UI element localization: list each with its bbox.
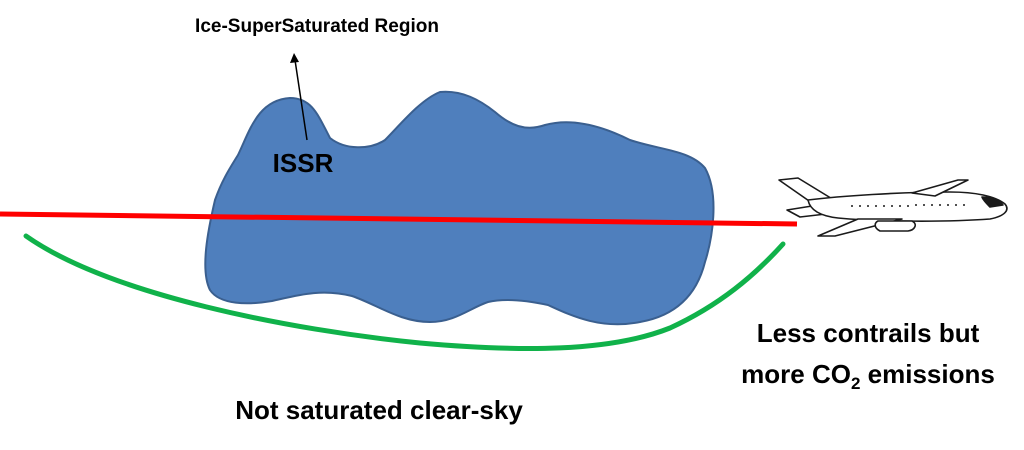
pointer-arrow <box>290 53 308 141</box>
issr-title-label: Ice-SuperSaturated Region <box>195 16 439 37</box>
airplane-icon <box>778 177 1008 237</box>
co2-suffix: emissions <box>860 359 994 389</box>
green-diversion-route <box>23 233 786 352</box>
co2-prefix: more CO <box>741 359 851 389</box>
red-flight-route <box>0 211 798 227</box>
issr-region-shape <box>204 90 715 326</box>
green-route-label-line2: more CO2 emissions <box>741 359 995 393</box>
issr-label: ISSR <box>273 148 334 178</box>
clear-sky-label: Not saturated clear-sky <box>235 395 523 425</box>
green-route-label-line1: Less contrails but <box>757 318 980 348</box>
co2-subscript: 2 <box>851 374 860 393</box>
